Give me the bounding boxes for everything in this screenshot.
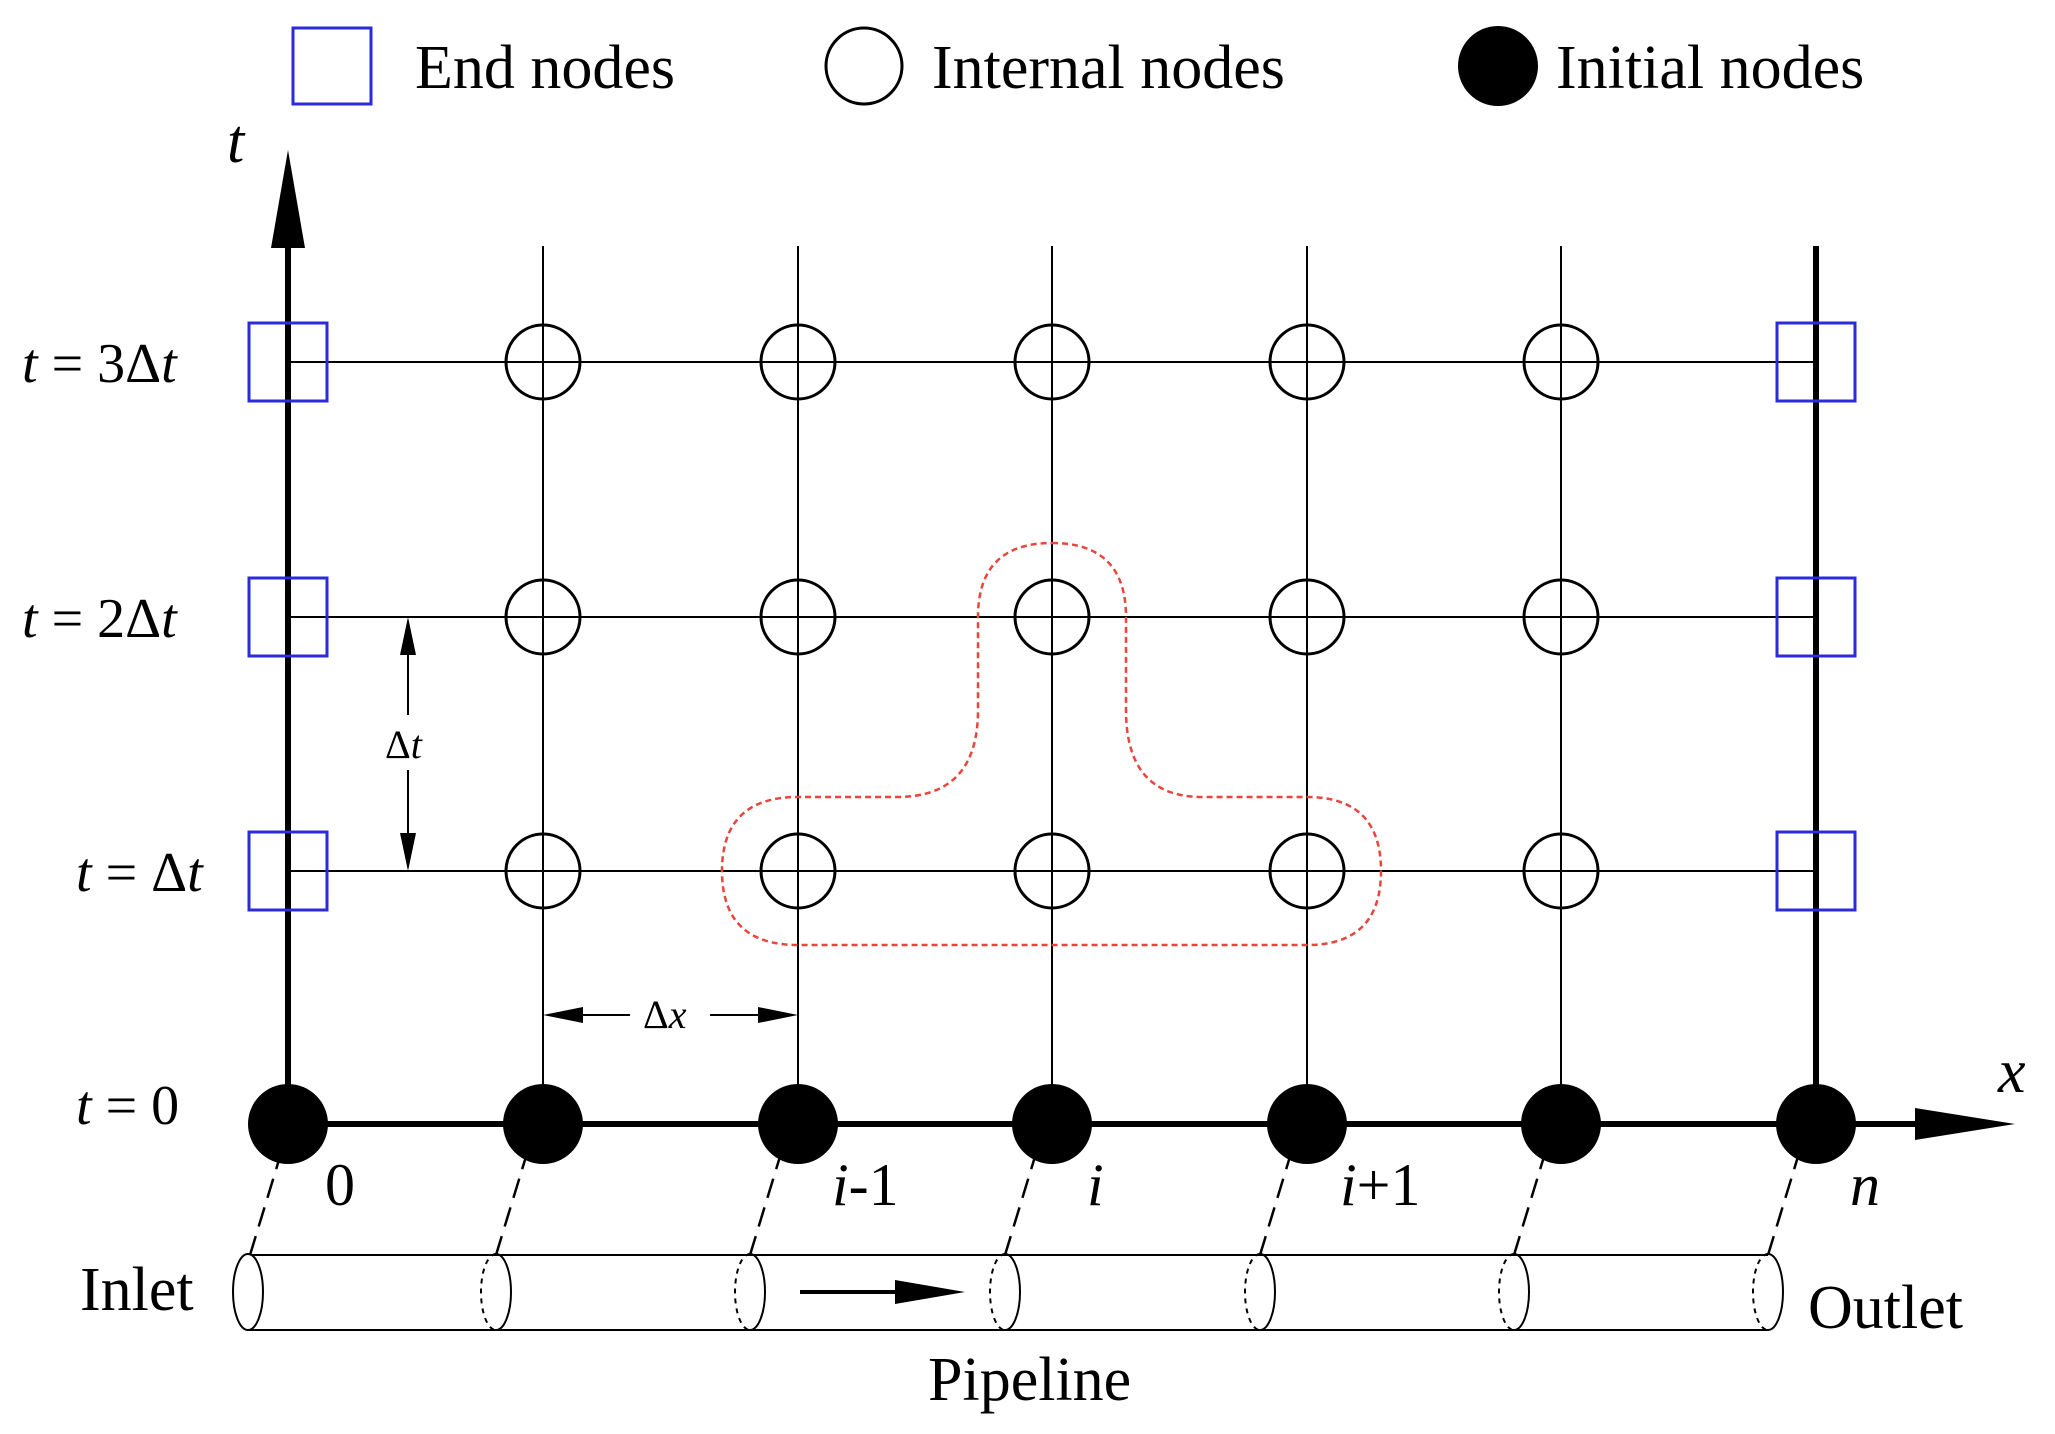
end-node <box>1775 576 1857 658</box>
internal-node <box>1268 323 1346 401</box>
internal-node <box>1013 832 1091 910</box>
delta-t-label: Δt <box>385 722 423 767</box>
delta-x-label: Δx <box>643 992 687 1037</box>
initial-node <box>758 1084 838 1164</box>
internal-node <box>504 323 582 401</box>
flow-direction-arrowhead <box>895 1280 965 1304</box>
pipeline: Inlet Outlet Pipeline <box>80 1253 1963 1414</box>
projection-line <box>1512 1149 1548 1256</box>
legend-initial-nodes-label: Initial nodes <box>1556 34 1864 102</box>
row-label-t3: t = 3Δt <box>22 333 178 395</box>
pipe-inlet-end <box>232 1253 264 1331</box>
index-label-i: i <box>1087 1152 1104 1218</box>
end-node <box>1775 830 1857 912</box>
pipe-joint-front <box>495 1253 512 1331</box>
index-label-i-plus-1: i+1 <box>1340 1152 1421 1218</box>
pipe-joint-back <box>480 1253 497 1331</box>
pipeline-title: Pipeline <box>928 1346 1131 1414</box>
delta-x-dimension: Δx <box>543 992 798 1037</box>
projection-line <box>748 1149 784 1256</box>
axes: t x <box>227 108 2026 1140</box>
internal-nodes <box>504 323 1600 910</box>
pipe-inlet-label: Inlet <box>80 1256 194 1324</box>
initial-node <box>248 1084 328 1164</box>
internal-node <box>1522 323 1600 401</box>
projection-line <box>1258 1149 1294 1256</box>
row-label-t2: t = 2Δt <box>22 588 178 650</box>
internal-node <box>1522 832 1600 910</box>
index-label-0: 0 <box>325 1152 355 1218</box>
delta-x-arrowhead-left <box>543 1007 583 1023</box>
pipe-joint-back <box>989 1253 1006 1331</box>
x-axis-label: x <box>1997 1038 2026 1106</box>
pipe-joint-front <box>1513 1253 1530 1331</box>
node-projection-lines <box>248 1149 1802 1256</box>
pipe-section-joints <box>480 1253 1784 1331</box>
node-index-labels: 0 i-1 i i+1 n <box>325 1152 1880 1218</box>
x-axis-arrowhead <box>1915 1108 2015 1140</box>
pipe-outlet-end-front <box>1767 1253 1784 1331</box>
pipe-outlet-end-back <box>1752 1253 1769 1331</box>
initial-node <box>1521 1084 1601 1164</box>
internal-node <box>759 323 837 401</box>
legend-internal-nodes-label: Internal nodes <box>932 34 1285 102</box>
initial-node <box>1012 1084 1092 1164</box>
row-label-t1: t = Δt <box>76 842 204 904</box>
pipe-joint-front <box>1004 1253 1021 1331</box>
grid-lines <box>288 246 1819 1124</box>
delta-t-dimension: Δt <box>385 617 423 871</box>
internal-node <box>1013 578 1091 656</box>
internal-node <box>759 578 837 656</box>
legend-initial-node-symbol <box>1458 26 1538 106</box>
index-label-n: n <box>1850 1152 1880 1218</box>
pipe-joint-back <box>1244 1253 1261 1331</box>
index-label-i-minus-1: i-1 <box>832 1152 899 1218</box>
delta-t-arrowhead-down <box>400 833 416 871</box>
t-axis-label: t <box>227 108 246 176</box>
internal-node <box>1013 323 1091 401</box>
pipe-joint-front <box>1259 1253 1276 1331</box>
internal-node <box>759 832 837 910</box>
internal-node <box>1268 578 1346 656</box>
initial-nodes <box>248 1084 1856 1164</box>
initial-node <box>1776 1084 1856 1164</box>
end-node <box>1775 321 1857 403</box>
initial-node <box>503 1084 583 1164</box>
pipe-outlet-label: Outlet <box>1808 1274 1963 1342</box>
end-nodes <box>247 321 1857 912</box>
legend: End nodes Internal nodes Initial nodes <box>291 26 1864 106</box>
row-label-t0: t = 0 <box>76 1075 179 1137</box>
end-node <box>247 576 329 658</box>
internal-node <box>1268 832 1346 910</box>
initial-node <box>1267 1084 1347 1164</box>
internal-node <box>504 832 582 910</box>
legend-internal-node-symbol <box>824 26 904 106</box>
projection-line <box>248 1149 284 1256</box>
projection-line <box>1766 1149 1802 1256</box>
pipe-joint-back <box>1498 1253 1515 1331</box>
projection-line <box>494 1149 530 1256</box>
delta-t-arrowhead-up <box>400 617 416 655</box>
legend-end-node-symbol <box>291 26 373 106</box>
end-node <box>247 830 329 912</box>
internal-node <box>504 578 582 656</box>
projection-line <box>1003 1149 1039 1256</box>
end-node <box>247 321 329 403</box>
characteristic-stencil-outline <box>720 541 1383 947</box>
t-axis-arrowhead <box>271 150 305 248</box>
internal-node <box>1522 578 1600 656</box>
pipe-joint-front <box>749 1253 766 1331</box>
time-row-labels: t = 3Δt t = 2Δt t = Δt t = 0 <box>22 333 204 1137</box>
pipe-joint-back <box>734 1253 751 1331</box>
legend-end-nodes-label: End nodes <box>415 34 675 102</box>
delta-x-arrowhead-right <box>758 1007 798 1023</box>
